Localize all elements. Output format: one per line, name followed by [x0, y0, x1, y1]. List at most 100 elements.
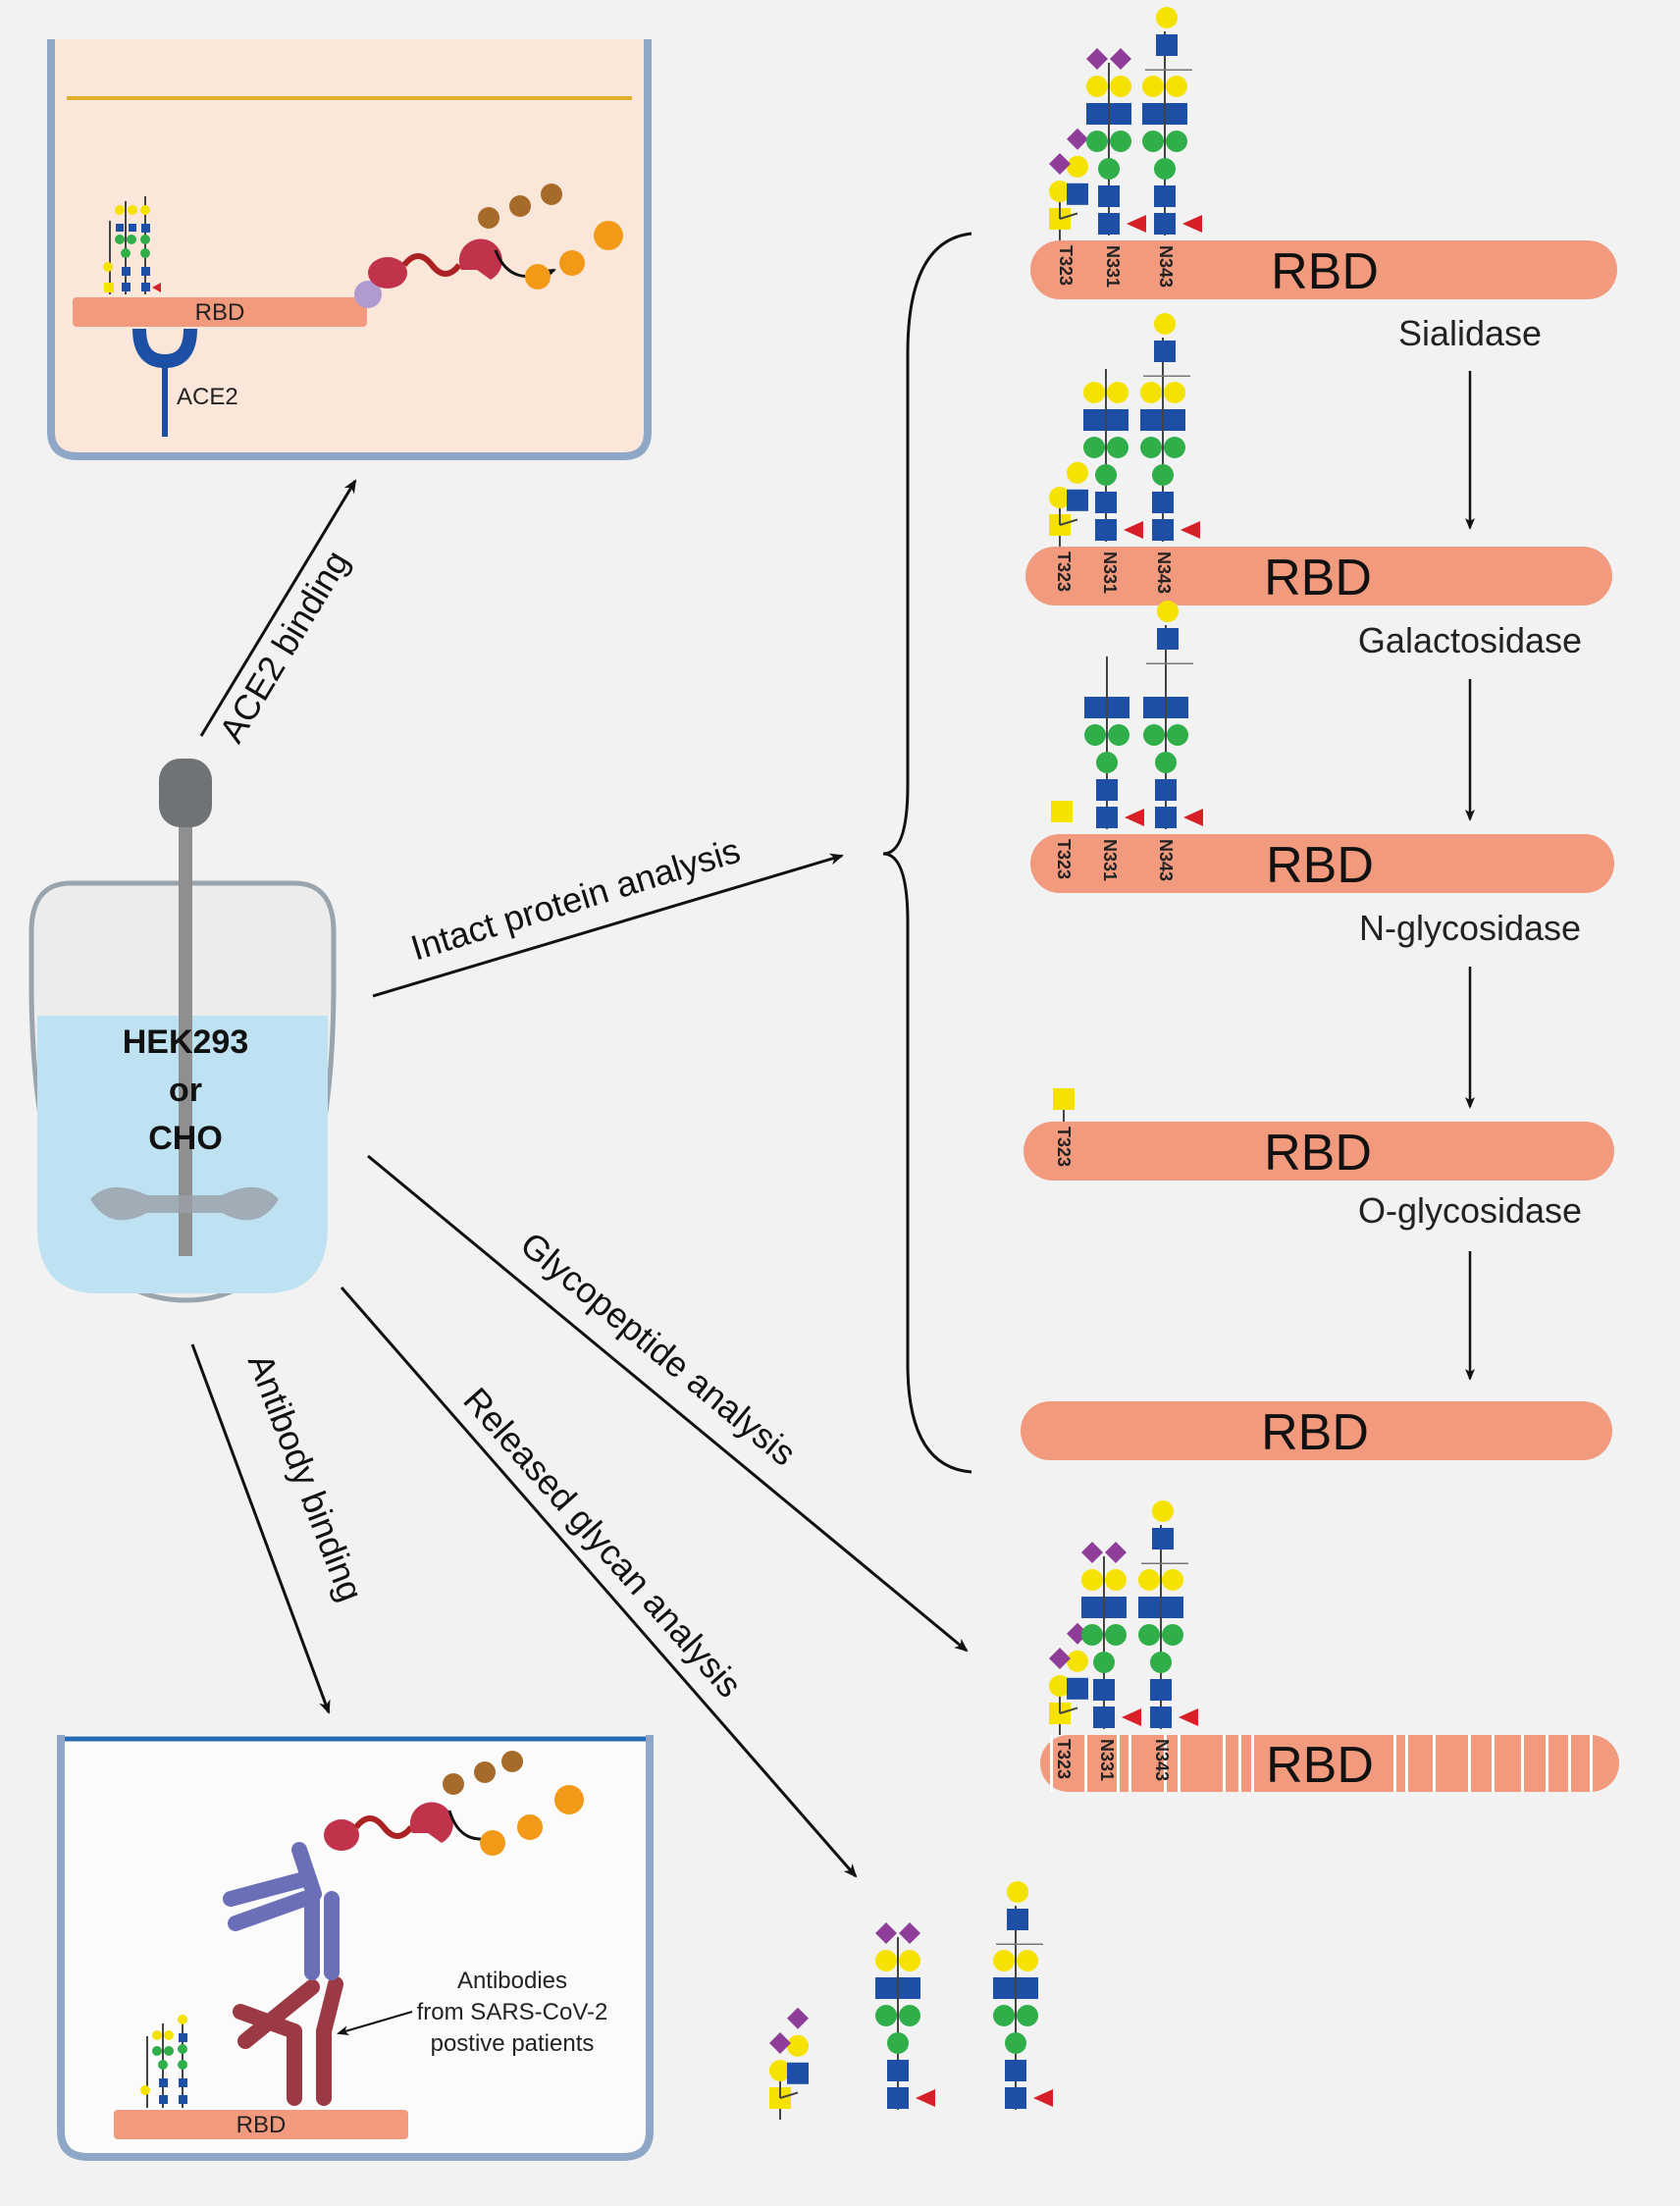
rbd-label-bottom-panel: RBD — [236, 2112, 287, 2138]
sialic-acid-residue — [1049, 153, 1071, 175]
rbd-bar-3-label: RBD — [1266, 837, 1374, 894]
rbd-bar-1: RBD T323 N331 N343 — [1030, 240, 1617, 300]
galactose-residue — [1081, 1569, 1103, 1591]
galactose-residue — [875, 1950, 897, 1971]
glcnac-residue — [1084, 697, 1106, 718]
rbd-label-top-panel: RBD — [195, 299, 245, 326]
glcnac-residue — [1067, 1677, 1088, 1700]
fucose-residue — [1124, 521, 1143, 539]
glcnac-residue — [1156, 34, 1178, 56]
glcnac-residue — [1154, 341, 1176, 362]
mannose-residue — [1138, 1624, 1160, 1646]
galactose-residue — [1107, 382, 1129, 403]
galactose-residue — [1067, 461, 1088, 484]
mannose-residue — [1162, 1624, 1183, 1646]
glcnac-residue — [1150, 1679, 1172, 1701]
galactose-residue — [1164, 382, 1185, 403]
galactose-residue — [1007, 1881, 1028, 1903]
mannose-residue — [1083, 437, 1105, 458]
glcnac-residue — [1150, 1707, 1172, 1728]
mannose-residue — [1086, 131, 1108, 152]
galactose-residue — [1083, 382, 1105, 403]
glcnac-residue — [1098, 185, 1120, 207]
galactose-residue — [1049, 487, 1071, 508]
galactose-residue — [1086, 76, 1108, 97]
glcnac-residue — [1155, 779, 1177, 801]
mannose-residue — [1105, 1624, 1127, 1646]
mannose-residue — [1005, 2032, 1026, 2054]
secondary-antibody-icon — [223, 1842, 340, 1980]
galactose-residue — [1166, 76, 1187, 97]
site-label: N343 — [1156, 245, 1176, 288]
enzyme-sialidase: Sialidase — [1398, 313, 1542, 353]
mini-glycans-top-panel — [103, 196, 161, 294]
sialic-acid-residue — [1049, 1648, 1071, 1669]
ace2-binding-well: RBD ACE2 — [47, 39, 652, 460]
glcnac-residue — [887, 2060, 909, 2081]
glcnac-residue — [1096, 779, 1118, 801]
glcnac-residue — [1096, 807, 1118, 828]
glycan-structures — [769, 7, 1203, 2120]
fucose-residue — [1182, 215, 1202, 233]
site-label: T323 — [1054, 552, 1074, 592]
galactose-residue — [1049, 181, 1071, 202]
glycan-linkage — [1059, 212, 1078, 220]
glcnac-residue — [1067, 489, 1088, 511]
annotation-line-1: Antibodies — [457, 1968, 567, 1994]
site-label: N343 — [1154, 552, 1174, 594]
glcnac-residue — [1152, 492, 1174, 513]
rbd-digested-label: RBD — [1266, 1737, 1374, 1794]
mannose-residue — [1140, 437, 1162, 458]
glcnac-residue — [1167, 697, 1188, 718]
ace2-receptor-icon — [132, 328, 197, 437]
mannose-residue — [1096, 752, 1118, 773]
site-label: N331 — [1100, 839, 1120, 881]
sialic-acid-residue — [1086, 48, 1108, 70]
mannose-residue — [1110, 131, 1131, 152]
mannose-residue — [1081, 1624, 1103, 1646]
rbd-bar-3: RBD T323 N331 N343 — [1030, 834, 1614, 894]
site-label: T323 — [1054, 839, 1074, 879]
enzyme-n-glycosidase: N-glycosidase — [1359, 908, 1581, 948]
glcnac-residue — [993, 1977, 1015, 1999]
glcnac-residue — [1140, 409, 1162, 431]
glcnac-residue — [1152, 1528, 1174, 1549]
galactose-residue — [1162, 1569, 1183, 1591]
rbd-digested: RBD T323 N331 N343 — [1040, 1735, 1619, 1794]
glcnac-residue — [1110, 103, 1131, 125]
rbd-bar-5-label: RBD — [1261, 1404, 1369, 1461]
mannose-residue — [1155, 752, 1177, 773]
galactose-residue — [1067, 155, 1088, 178]
glcnac-residue — [1157, 628, 1179, 650]
fucose-residue — [1183, 809, 1203, 826]
enzyme-conjugate-bottom — [324, 1751, 584, 1856]
rbd-bar-top-panel — [73, 297, 367, 327]
sialic-acid-residue — [1110, 48, 1131, 70]
glcnac-residue — [1098, 213, 1120, 235]
sialic-acid-residue — [1081, 1542, 1103, 1563]
mannose-residue — [1164, 437, 1185, 458]
galactose-residue — [1156, 7, 1178, 28]
annotation-pointer — [337, 2011, 413, 2035]
mannose-residue — [1166, 131, 1187, 152]
galactose-residue — [1142, 76, 1164, 97]
galactose-residue — [1017, 1950, 1038, 1971]
sialic-acid-residue — [899, 1922, 920, 1944]
mannose-residue — [887, 2032, 909, 2054]
mannose-residue — [875, 2005, 897, 2026]
site-label: N331 — [1103, 245, 1123, 288]
fucose-residue — [1122, 1708, 1141, 1726]
fucose-residue — [916, 2089, 935, 2107]
glcnac-residue — [1083, 409, 1105, 431]
site-label: N343 — [1152, 1739, 1172, 1781]
annotation-line-3: postive patients — [431, 2030, 595, 2057]
mannose-residue — [1142, 131, 1164, 152]
galnac-residue — [1053, 1088, 1075, 1110]
glcnac-residue — [1162, 1597, 1183, 1618]
glcnac-residue — [1164, 409, 1185, 431]
mannose-residue — [1150, 1652, 1172, 1673]
site-label: N331 — [1100, 552, 1120, 594]
site-label: T323 — [1054, 1739, 1074, 1779]
glycan-linkage — [1059, 518, 1078, 526]
